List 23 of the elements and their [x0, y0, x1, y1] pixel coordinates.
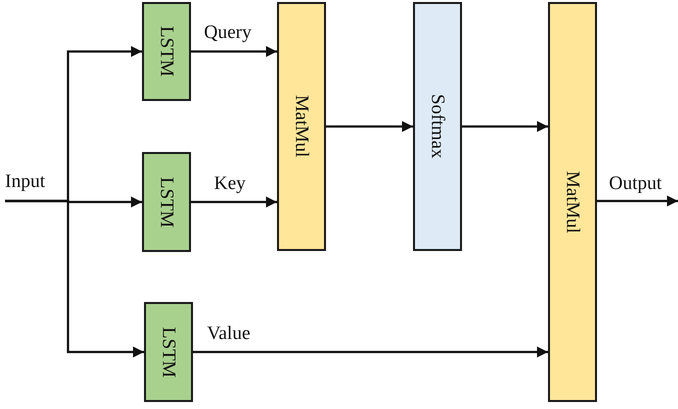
- block-label: MatMul: [563, 170, 582, 234]
- arrow: [191, 196, 277, 208]
- edge-label: Key: [214, 174, 246, 195]
- block-label: LSTM: [157, 176, 176, 228]
- arrow: [462, 121, 548, 132]
- arrow: [5, 200, 144, 358]
- block-label: MatMul: [292, 95, 311, 158]
- lstm-block: [144, 302, 193, 402]
- arrow: [597, 196, 678, 206]
- block-label: LSTM: [159, 326, 178, 378]
- arrow: [191, 46, 277, 57]
- edge-label: Query: [204, 23, 252, 44]
- lstm-block: [142, 2, 191, 101]
- lstm-block: [142, 152, 191, 252]
- input-label: Input: [5, 172, 46, 193]
- block-label: Softmax: [428, 94, 447, 159]
- matmul-block: [277, 2, 326, 251]
- arrow: [326, 121, 413, 132]
- matmul-block: [548, 2, 597, 402]
- edge-label: Output: [609, 174, 662, 195]
- softmax-block: [413, 2, 462, 251]
- arrow: [193, 346, 548, 358]
- block-label: LSTM: [157, 26, 176, 77]
